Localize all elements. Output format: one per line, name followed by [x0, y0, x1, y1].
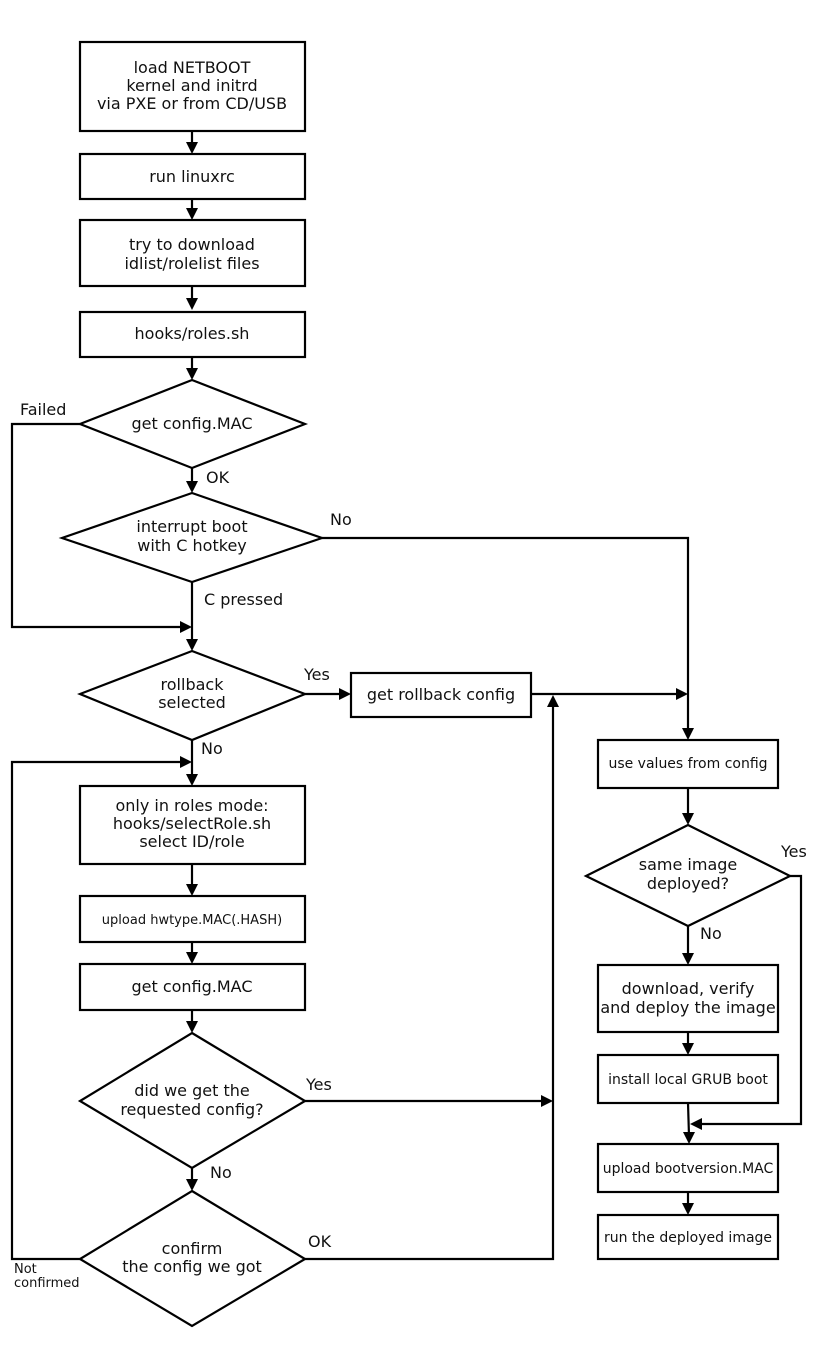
install-grub-box: install local GRUB boot [596, 1053, 780, 1105]
upload-bootversion-box: upload bootversion.MAC [596, 1142, 780, 1194]
edge-label-ok-2: OK [308, 1232, 332, 1251]
get-config-mac-box-2: get config.MAC [78, 962, 307, 1012]
run-linuxrc-box: run linuxrc [78, 152, 307, 201]
edge-label-ok-1: OK [206, 468, 230, 487]
get-rollback-config-box: get rollback config [349, 671, 533, 719]
rollback-selected-line-2: selected [158, 693, 226, 712]
same-image-line-1: same image [639, 855, 738, 874]
download-idlist-line-1: try to download [129, 235, 255, 254]
did-we-get-line-1: did we get the [134, 1081, 249, 1100]
edge-label-no-1: No [330, 510, 352, 529]
confirm-config-line-2: the config we got [122, 1257, 262, 1276]
upload-hwtype-label: upload hwtype.MAC(.HASH) [102, 913, 282, 928]
edge-label-no-4: No [700, 924, 722, 943]
get-config-mac-diamond-1: get config.MAC [76, 378, 309, 470]
roles-mode-box: only in roles mode: hooks/selectRole.sh … [78, 784, 307, 866]
download-idlist-line-2: idlist/rolelist files [124, 254, 259, 273]
did-we-get-line-2: requested config? [120, 1100, 263, 1119]
edge-labels: Failed OK No C pressed Yes No Yes No OK … [14, 400, 807, 1291]
edge-label-not-confirmed-1: Not [14, 1262, 37, 1277]
load-netboot-line-2: kernel and initrd [126, 76, 257, 95]
interrupt-boot-diamond: interrupt boot with C hotkey [58, 491, 326, 584]
download-verify-line-2: and deploy the image [600, 998, 775, 1017]
get-rollback-config-label: get rollback config [367, 685, 515, 704]
load-netboot-line-3: via PXE or from CD/USB [97, 94, 287, 113]
use-values-box: use values from config [596, 738, 780, 790]
connectors [10, 131, 803, 1261]
edge-label-no-3: No [210, 1163, 232, 1182]
edge-label-c-pressed: C pressed [204, 590, 283, 609]
hooks-roles-box: hooks/roles.sh [78, 310, 307, 359]
interrupt-boot-line-1: interrupt boot [136, 517, 247, 536]
roles-mode-line-3: select ID/role [139, 832, 244, 851]
download-verify-line-1: download, verify [622, 979, 755, 998]
download-verify-box: download, verify and deploy the image [596, 963, 780, 1034]
get-config-mac-2-label: get config.MAC [131, 977, 252, 996]
did-we-get-diamond: did we get the requested config? [77, 1031, 308, 1170]
run-linuxrc-label: run linuxrc [149, 167, 235, 186]
edge-label-not-confirmed-2: confirmed [14, 1276, 80, 1291]
arrowheads [180, 142, 702, 1215]
confirm-config-diamond: confirm the config we got [77, 1189, 308, 1328]
interrupt-boot-line-2: with C hotkey [137, 536, 247, 555]
edge-label-yes-3: Yes [780, 842, 807, 861]
hooks-roles-label: hooks/roles.sh [135, 324, 250, 343]
get-config-mac-1-label: get config.MAC [131, 414, 252, 433]
use-values-label: use values from config [608, 756, 767, 772]
same-image-line-2: deployed? [647, 874, 729, 893]
download-idlist-box: try to download idlist/rolelist files [78, 218, 307, 288]
load-netboot-box: load NETBOOT kernel and initrd via PXE o… [78, 40, 307, 133]
edge-label-yes-1: Yes [303, 665, 330, 684]
rollback-selected-diamond: rollback selected [77, 649, 309, 742]
confirm-config-line-1: confirm [162, 1239, 223, 1258]
upload-hwtype-box: upload hwtype.MAC(.HASH) [78, 894, 307, 944]
load-netboot-line-1: load NETBOOT [134, 58, 251, 77]
edge-label-yes-2: Yes [305, 1075, 332, 1094]
install-grub-label: install local GRUB boot [608, 1072, 768, 1088]
run-deployed-label: run the deployed image [604, 1230, 772, 1246]
upload-bootversion-label: upload bootversion.MAC [603, 1161, 774, 1177]
edge-label-failed: Failed [20, 400, 66, 419]
rollback-selected-line-1: rollback [161, 675, 225, 694]
roles-mode-line-1: only in roles mode: [115, 796, 268, 815]
roles-mode-line-2: hooks/selectRole.sh [113, 814, 271, 833]
same-image-diamond: same image deployed? [583, 823, 793, 928]
edge-label-no-2: No [201, 739, 223, 758]
run-deployed-box: run the deployed image [596, 1213, 780, 1261]
